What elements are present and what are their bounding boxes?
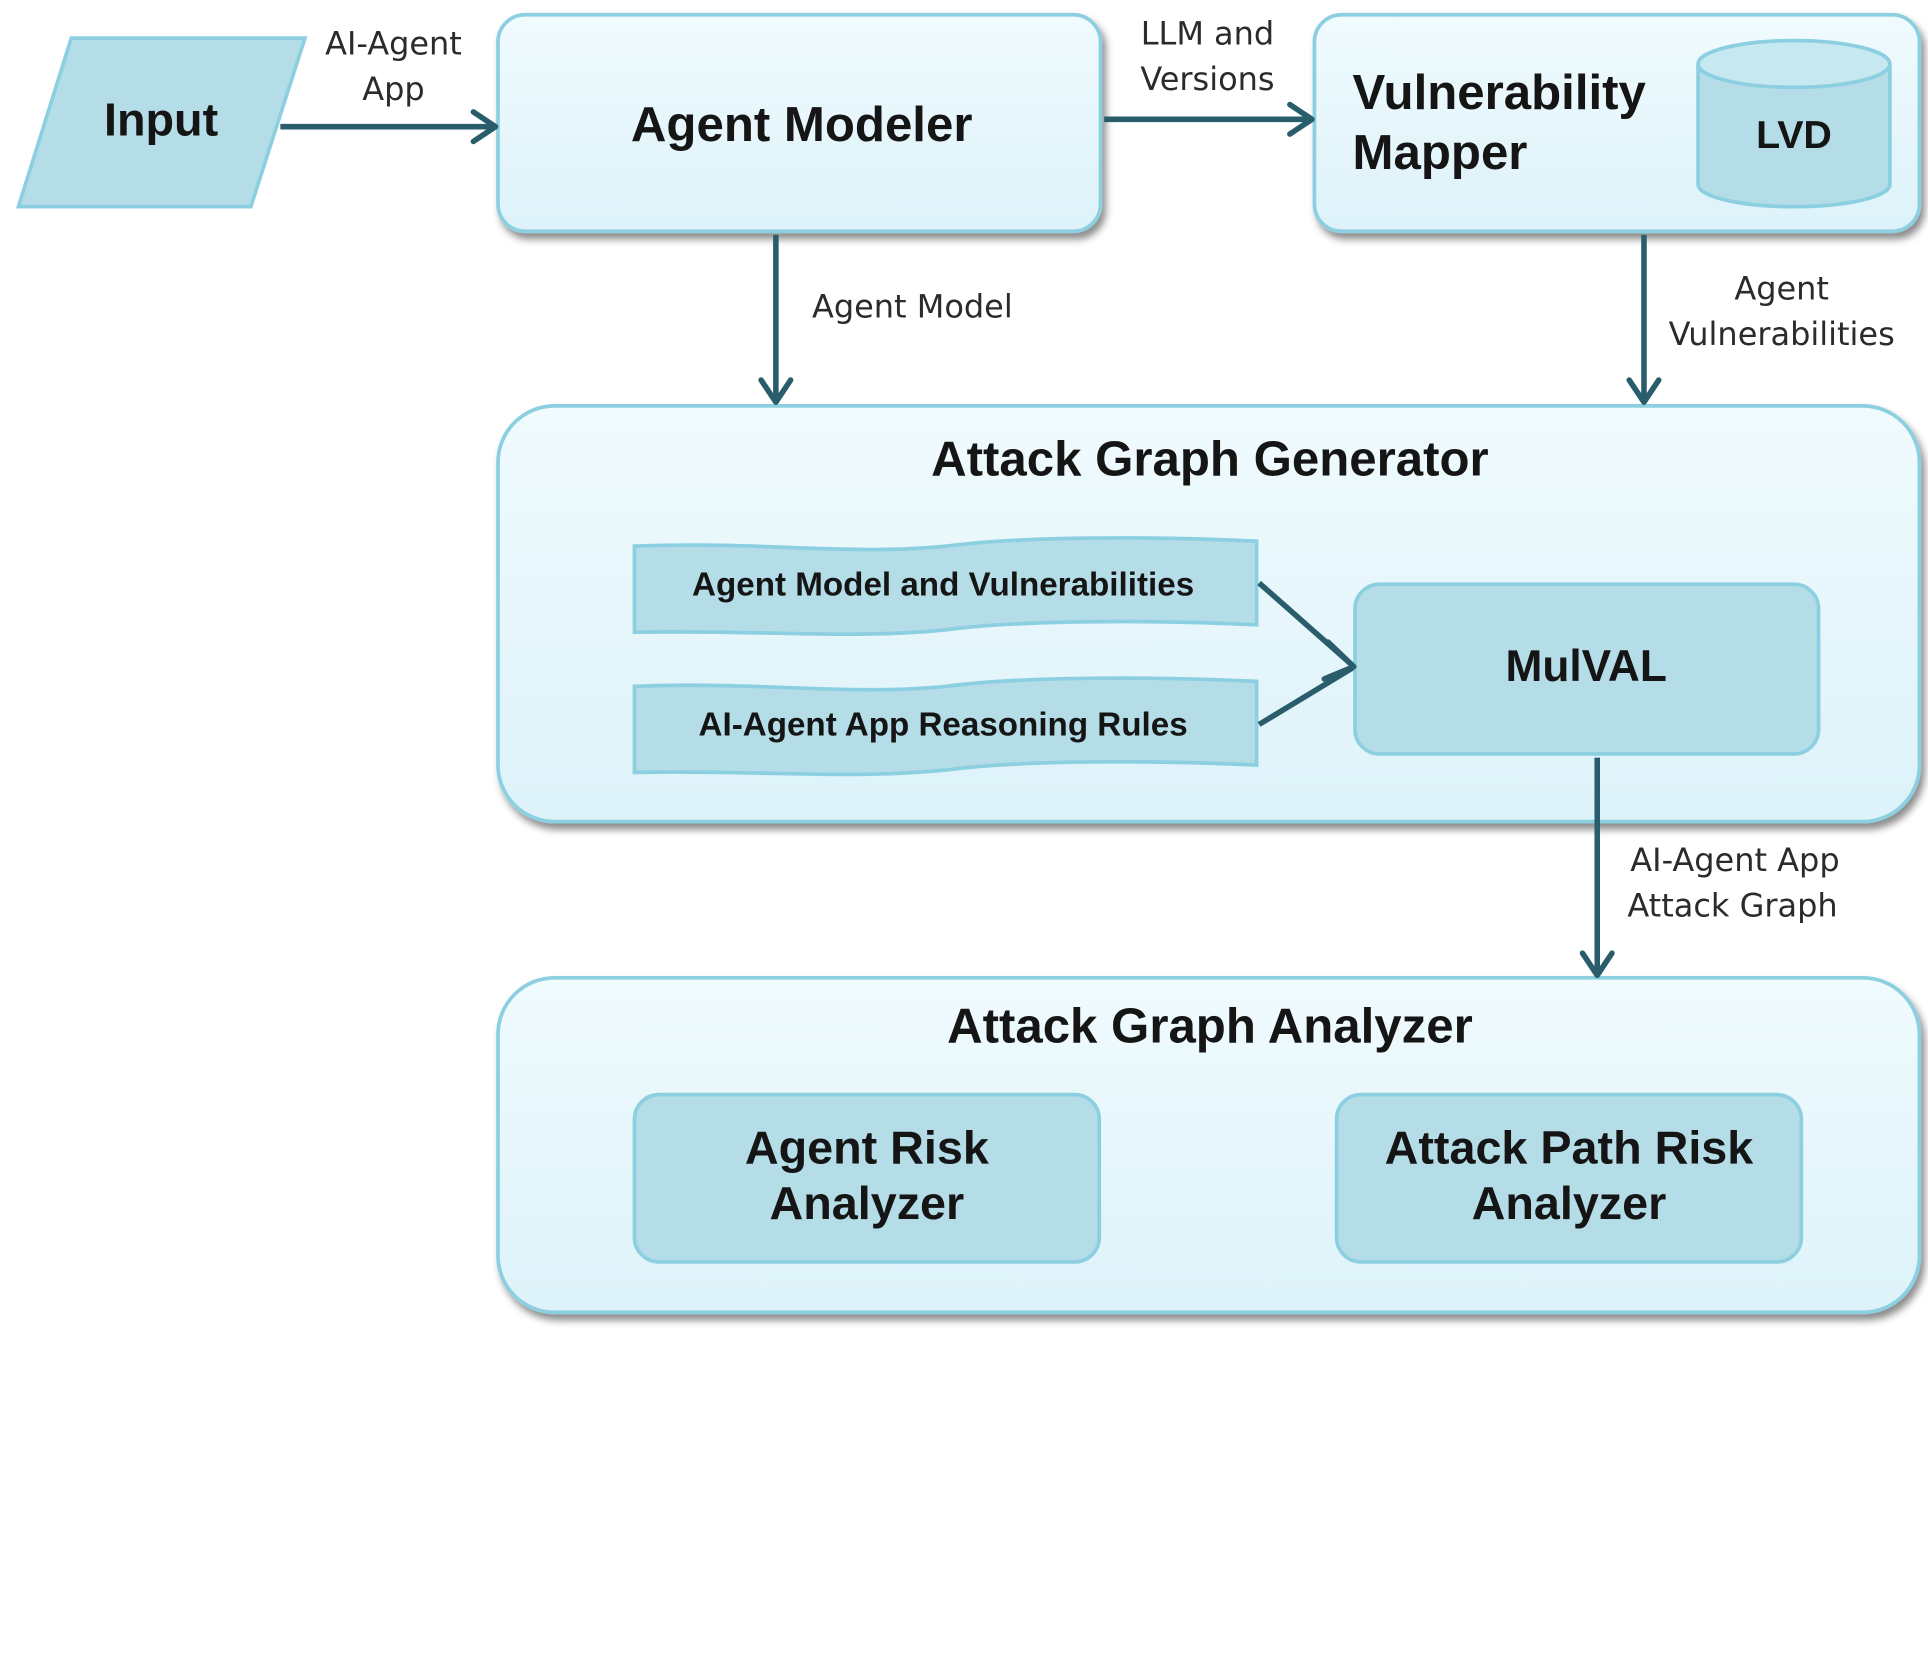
edge-label-agent-model: Agent Model: [812, 288, 1013, 326]
edge-modeler-to-mapper: LLM and Versions: [1104, 15, 1315, 137]
agent-risk-analyzer-label-line2: Analyzer: [770, 1177, 965, 1229]
input-node: Input: [15, 36, 308, 209]
agent-risk-analyzer-label-line1: Agent Risk: [745, 1122, 990, 1174]
edge-modeler-to-generator: Agent Model: [758, 234, 1013, 405]
agent-risk-analyzer-box: Agent Risk Analyzer: [632, 1092, 1102, 1264]
attack-graph-analyzer-title: Attack Graph Analyzer: [947, 998, 1473, 1053]
lvd-database-icon: LVD: [1696, 38, 1892, 209]
agent-modeler-box: Agent Modeler: [496, 12, 1103, 234]
attack-path-risk-analyzer-label-line2: Analyzer: [1472, 1177, 1667, 1229]
attack-path-risk-analyzer-label-line1: Attack Path Risk: [1385, 1122, 1755, 1174]
edge-label-ai-agent-app-line2: App: [362, 70, 424, 108]
lvd-label: LVD: [1756, 113, 1832, 157]
architecture-diagram: Input Agent Modeler Vulnerability Mapper…: [15, 12, 1922, 1315]
edge-label-attack-graph-line2: Attack Graph: [1627, 887, 1837, 925]
vulnerability-mapper-box: Vulnerability Mapper LVD: [1312, 12, 1922, 234]
edge-label-llm-and-line1: LLM and: [1141, 15, 1274, 53]
agent-model-and-vulnerabilities-document: Agent Model and Vulnerabilities: [632, 536, 1259, 637]
reasoning-rules-document: AI-Agent App Reasoning Rules: [632, 676, 1259, 777]
attack-graph-generator-title: Attack Graph Generator: [931, 431, 1489, 486]
edge-input-to-modeler: AI-Agent App: [280, 25, 499, 145]
arrow-documents-to-mulval-bottom: [1257, 665, 1354, 727]
reasoning-rules-label: AI-Agent App Reasoning Rules: [699, 707, 1188, 744]
mulval-box: MulVAL: [1353, 582, 1821, 756]
edge-label-attack-graph-line1: AI-Agent App: [1630, 841, 1839, 879]
edge-label-ai-agent-app-line1: AI-Agent: [325, 25, 462, 63]
arrowhead-mulval: [1321, 639, 1357, 682]
vulnerability-mapper-label-line1: Vulnerability: [1353, 65, 1647, 120]
vulnerability-mapper-label-line2: Mapper: [1353, 125, 1528, 180]
edge-label-vulnerabilities-line2: Vulnerabilities: [1669, 315, 1895, 353]
edge-label-versions-line2: Versions: [1140, 60, 1274, 98]
edge-label-agent-line1: Agent: [1734, 269, 1829, 307]
agent-modeler-label: Agent Modeler: [631, 97, 973, 152]
attack-graph-generator-box: Attack Graph Generator Agent Model and V…: [496, 404, 1922, 824]
edge-mapper-to-generator: Agent Vulnerabilities: [1626, 234, 1895, 405]
mulval-label: MulVAL: [1505, 642, 1666, 691]
attack-graph-analyzer-box: Attack Graph Analyzer Agent Risk Analyze…: [496, 975, 1922, 1315]
agent-model-and-vulnerabilities-label: Agent Model and Vulnerabilities: [692, 566, 1194, 603]
input-label: Input: [104, 93, 218, 145]
attack-path-risk-analyzer-box: Attack Path Risk Analyzer: [1334, 1092, 1804, 1264]
edge-generator-to-analyzer: AI-Agent App Attack Graph: [1579, 757, 1840, 979]
